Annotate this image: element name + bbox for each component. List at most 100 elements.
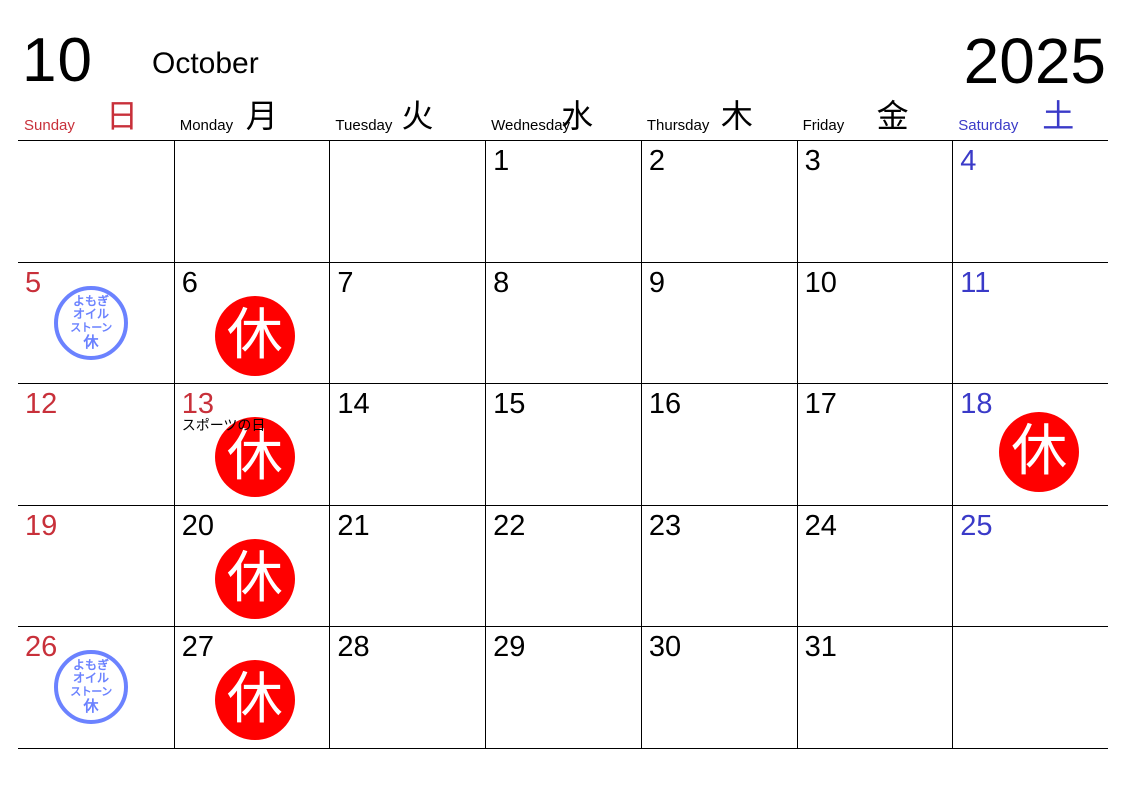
day-cell-4: 4: [952, 141, 1108, 263]
stamp-line: オイル: [72, 306, 109, 321]
day-cell-29: 29: [485, 627, 641, 749]
day-number: 13: [181, 388, 214, 421]
day-cell-17: 17: [796, 384, 953, 506]
day-number: 25: [960, 509, 993, 542]
day-cell-16: 16: [640, 384, 797, 506]
day-cell-19: 19: [18, 506, 174, 628]
day-cell-8: 8: [485, 262, 641, 385]
holiday-name: スポーツの日: [181, 418, 266, 435]
day-cell-7: 7: [329, 262, 486, 385]
day-number: 28: [337, 631, 370, 664]
day-number: 11: [960, 266, 991, 299]
closed-day-badge: 休: [214, 417, 295, 498]
day-number: 6: [181, 266, 198, 299]
stamp-line: よもぎ: [72, 658, 109, 673]
weekday-label-en: Monday: [179, 117, 234, 134]
weekday-label-jp: 土: [1042, 97, 1075, 135]
weekday-label-jp: 金: [876, 97, 909, 135]
day-number: 2: [648, 145, 665, 177]
stamp-line: 休: [83, 697, 99, 716]
closed-stamp: よもぎオイルストーン休: [54, 285, 128, 360]
day-number: 18: [960, 388, 993, 421]
closed-day-badge: 休: [214, 295, 295, 376]
weekday-label-jp: 月: [245, 97, 278, 135]
day-cell-5: 5 よもぎオイルストーン休: [18, 263, 174, 385]
day-number: 29: [493, 631, 526, 664]
day-number: 7: [337, 266, 354, 299]
weekday-label-jp: 木: [720, 97, 753, 135]
day-number: 20: [181, 509, 214, 542]
day-number: 31: [804, 631, 837, 664]
day-number: 16: [648, 388, 682, 421]
weekday-label-jp: 日: [106, 97, 139, 135]
day-number: 3: [804, 145, 821, 177]
day-number: 4: [960, 145, 977, 177]
closed-day-badge: 休: [214, 660, 295, 741]
day-number: 1: [493, 145, 510, 177]
day-number: 27: [181, 631, 214, 664]
day-cell-empty: [952, 627, 1108, 749]
weekday-label-en: Wednesday: [491, 117, 571, 134]
day-cell-22: 22: [485, 505, 641, 628]
day-number: 8: [493, 266, 510, 299]
day-number: 26: [25, 631, 58, 664]
day-number: 15: [493, 388, 526, 421]
day-cell-24: 24: [796, 505, 953, 628]
weekday-label-en: Tuesday: [335, 117, 393, 134]
day-number: 30: [648, 631, 682, 664]
month-name: October: [152, 47, 259, 80]
day-cell-empty: [329, 141, 486, 263]
month-number: 10: [22, 26, 93, 95]
day-number: 24: [804, 509, 837, 542]
weekday-label-en: Sunday: [24, 117, 75, 134]
weekday-header-saturday: Saturday 土: [952, 96, 1108, 140]
stamp-line: ストーン: [70, 320, 112, 334]
day-number: 12: [25, 388, 58, 421]
day-number: 21: [337, 509, 370, 542]
day-cell-23: 23: [640, 505, 797, 628]
day-cell-3: 3: [796, 141, 953, 263]
weekday-header-sunday: Sunday 日: [18, 96, 174, 140]
day-cell-31: 31: [796, 627, 953, 749]
day-number: 23: [648, 509, 682, 542]
stamp-line: ストーン: [70, 685, 112, 699]
day-number: 22: [493, 509, 526, 542]
stamp-line: オイル: [72, 671, 109, 686]
day-cell-21: 21: [329, 505, 486, 628]
day-cell-2: 2: [640, 141, 797, 263]
day-number: 17: [804, 388, 837, 421]
year: 2025: [963, 25, 1106, 97]
weekday-label-en: Friday: [802, 117, 845, 134]
day-cell-10: 10: [796, 262, 953, 385]
day-number: 5: [25, 266, 42, 299]
day-cell-26: 26 よもぎオイルストーン休: [18, 627, 174, 749]
day-cell-empty: [173, 141, 330, 263]
weekday-label-en: Saturday: [958, 117, 1019, 134]
day-number: 10: [804, 266, 837, 299]
weekday-header-monday: Monday 月: [174, 96, 330, 140]
day-cell-empty: [18, 141, 174, 263]
closed-day-badge: 休: [999, 412, 1080, 493]
day-cell-28: 28: [329, 627, 486, 749]
day-cell-11: 11: [952, 262, 1108, 385]
stamp-line: よもぎ: [72, 293, 109, 308]
stamp-line: 休: [83, 332, 99, 351]
day-cell-1: 1: [485, 141, 641, 263]
day-number: 9: [648, 266, 665, 299]
day-cell-15: 15: [485, 384, 641, 506]
weekday-label-jp: 水: [561, 97, 594, 135]
day-cell-14: 14: [329, 384, 486, 506]
day-number: 14: [337, 388, 370, 421]
day-cell-9: 9: [640, 262, 797, 385]
day-cell-25: 25: [952, 505, 1108, 628]
